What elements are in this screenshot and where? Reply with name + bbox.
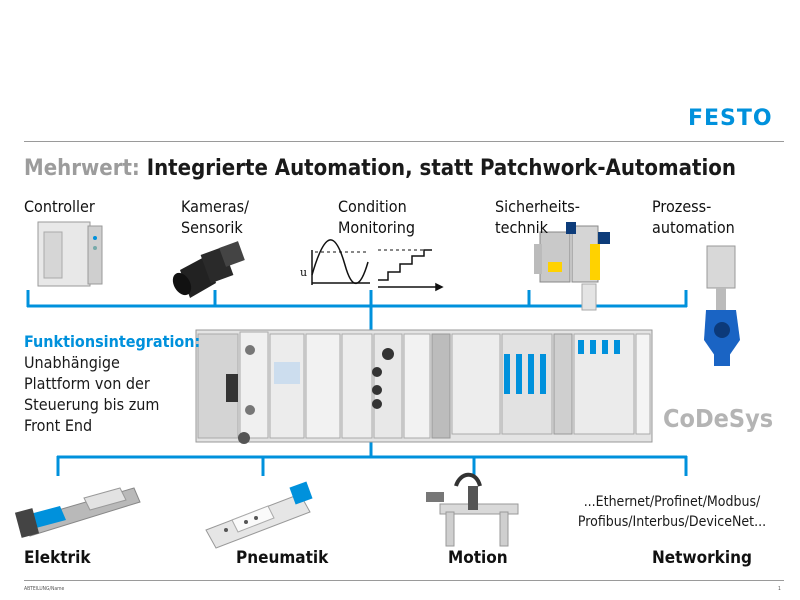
electric-axis-image (14, 487, 141, 538)
function-integration-heading: Funktionsintegration: (24, 332, 201, 351)
function-integration-line1: Unabhängige (24, 353, 120, 372)
category-condition-line2: Monitoring (338, 218, 415, 237)
category-cameras-line2: Sensorik (181, 218, 243, 237)
category-controller-line1: Controller (24, 197, 95, 216)
function-integration-line2: Plattform von der (24, 374, 150, 393)
condition-graph-axis-label: u (300, 266, 307, 279)
category-condition-monitoring: Condition Monitoring (338, 196, 415, 238)
networking-protocols-text: ...Ethernet/Profinet/Modbus/ Profibus/In… (562, 492, 782, 532)
category-controller: Controller (24, 196, 95, 217)
category-process-line2: automation (652, 218, 735, 237)
category-cameras-line1: Kameras/ (181, 197, 249, 216)
category-process-line1: Prozess- (652, 197, 712, 216)
header-rule (24, 141, 784, 142)
footer-department: ABTEILUNG/Name (24, 586, 65, 592)
camera-device-image (172, 241, 245, 298)
function-integration-line4: Front End (24, 416, 93, 435)
category-safety-line1: Sicherheits- (495, 197, 580, 216)
controller-device-image (37, 221, 103, 287)
codesys-label: CoDeSys (663, 404, 774, 433)
footer-page-number: 1 (778, 586, 781, 592)
category-electric: Elektrik (24, 548, 91, 568)
condition-monitoring-graph (311, 239, 444, 292)
category-networking: Networking (652, 548, 752, 568)
function-integration-text: Funktionsintegration: Unabhängige Plattf… (24, 331, 200, 436)
motion-gantry-image (426, 472, 519, 547)
safety-valves-image (534, 222, 610, 311)
pneumatic-slide-image (205, 481, 313, 549)
control-module-rack-image (195, 329, 653, 444)
category-pneumatic: Pneumatik (236, 548, 329, 568)
slide-title: Mehrwert: Integrierte Automation, statt … (24, 156, 736, 181)
title-prefix: Mehrwert: (24, 156, 140, 181)
function-integration-line3: Steuerung bis zum (24, 395, 160, 414)
networking-protocols-line1: ...Ethernet/Profinet/Modbus/ (583, 494, 761, 510)
networking-protocols-line2: Profibus/Interbus/DeviceNet... (577, 514, 767, 530)
category-condition-line1: Condition (338, 197, 407, 216)
bottom-bus-lines (56, 440, 688, 476)
festo-logo: FESTO (688, 106, 773, 131)
category-motion: Motion (448, 548, 508, 568)
top-bus-lines (26, 290, 688, 330)
category-cameras-sensors: Kameras/ Sensorik (181, 196, 249, 238)
footer-rule (24, 580, 784, 581)
category-safety-line2: technik (495, 218, 548, 237)
title-main: Integrierte Automation, statt Patchwork-… (139, 156, 736, 181)
category-process-automation: Prozess- automation (652, 196, 735, 238)
process-valve-image (704, 245, 740, 366)
category-safety-technology: Sicherheits- technik (495, 196, 580, 238)
